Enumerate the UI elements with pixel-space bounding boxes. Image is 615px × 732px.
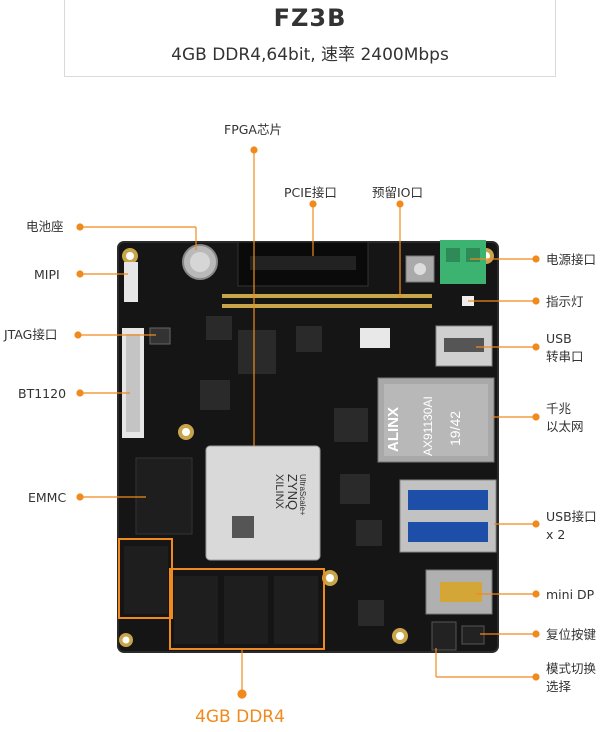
page-title: FZ3B bbox=[273, 4, 347, 32]
label-mini-dp: mini DP bbox=[546, 587, 595, 602]
label-reset: 复位按键 bbox=[546, 627, 597, 642]
label-mipi: MIPI bbox=[34, 267, 60, 282]
label-usb-serial-1: USB bbox=[546, 331, 572, 346]
fpga-family: ZYNQ bbox=[285, 474, 300, 510]
label-mode-1: 模式切换 bbox=[546, 661, 597, 676]
label-usb-1: USB接口 bbox=[546, 509, 597, 524]
eth-rev: 19/42 bbox=[447, 411, 463, 446]
ddr-chip-1 bbox=[124, 546, 168, 614]
label-bt1120: BT1120 bbox=[18, 386, 67, 401]
emmc-chip bbox=[135, 457, 193, 535]
ddr-highlight bbox=[118, 538, 173, 619]
eth-brand: ALINX bbox=[385, 407, 402, 452]
jtag-connector bbox=[149, 327, 171, 345]
label-fpga: FPGA芯片 bbox=[224, 122, 282, 137]
label-emmc: EMMC bbox=[28, 490, 67, 505]
mode-switch bbox=[431, 621, 457, 651]
ddr-highlight-row bbox=[169, 568, 325, 650]
mipi-connector bbox=[124, 262, 138, 302]
page-subtitle: 4GB DDR4,64bit, 速率 2400Mbps bbox=[171, 45, 449, 65]
label-mode-2: 选择 bbox=[546, 679, 572, 694]
label-reserved-io: 预留IO口 bbox=[372, 185, 424, 200]
ddr-chip-3 bbox=[224, 576, 268, 644]
reset-button bbox=[461, 625, 485, 645]
header-box: FZ3B 4GB DDR4,64bit, 速率 2400Mbps bbox=[64, 0, 556, 77]
label-ethernet-2: 以太网 bbox=[546, 419, 584, 434]
label-ddr: 4GB DDR4 bbox=[195, 707, 285, 727]
label-indicator: 指示灯 bbox=[546, 294, 584, 309]
eth-model: AX91130AI bbox=[421, 396, 435, 456]
label-pcie: PCIE接口 bbox=[284, 185, 337, 200]
label-usb-2: x 2 bbox=[546, 527, 566, 542]
fpga-brand: XILINX bbox=[273, 474, 285, 510]
label-jtag: JTAG接口 bbox=[4, 327, 58, 342]
fpga-sub: UltraScale+ bbox=[298, 474, 307, 516]
ddr-chip-2 bbox=[174, 576, 218, 644]
label-battery: 电池座 bbox=[26, 219, 64, 234]
io-header bbox=[222, 294, 432, 308]
label-usb-serial-2: 转串口 bbox=[546, 349, 584, 364]
label-ethernet-1: 千兆 bbox=[546, 401, 572, 416]
ddr-chip-4 bbox=[274, 576, 318, 644]
label-power: 电源接口 bbox=[546, 252, 597, 267]
